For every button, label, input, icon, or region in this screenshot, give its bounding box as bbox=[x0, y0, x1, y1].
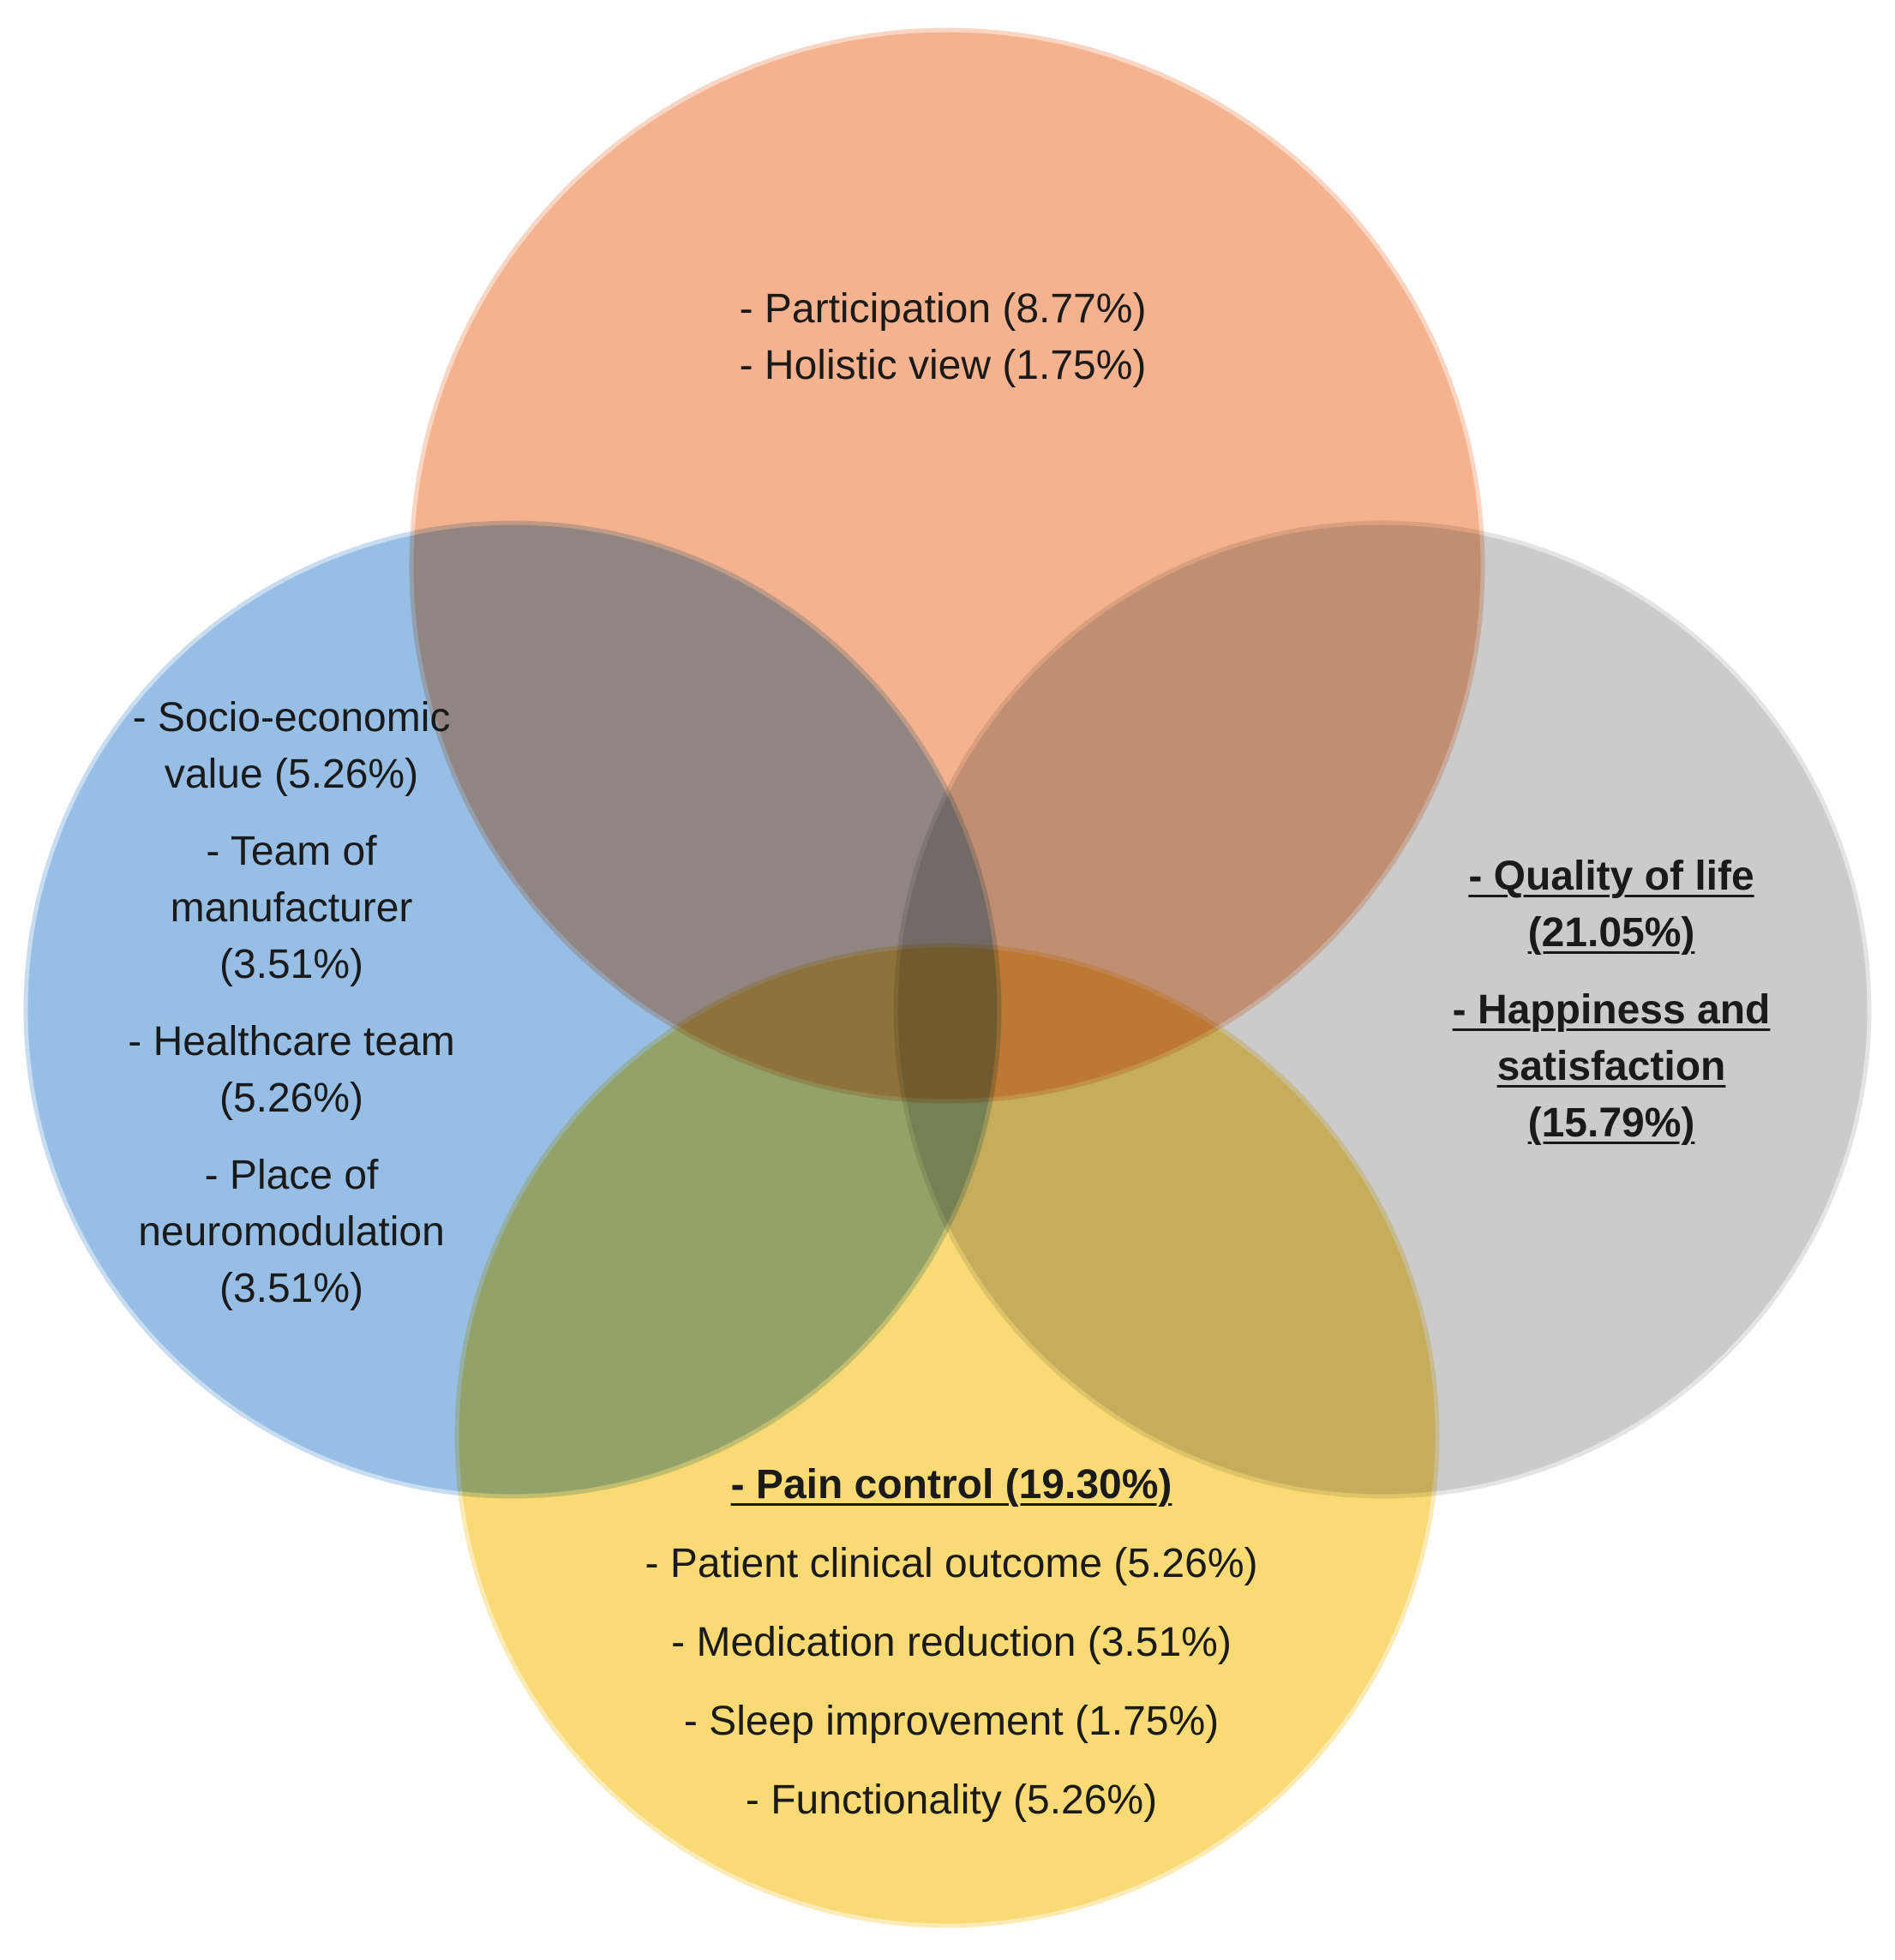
left-circle-labels: - Socio-economic value (5.26%) - Team of… bbox=[51, 690, 531, 1338]
label-healthcare-team: - Healthcare team (5.26%) bbox=[128, 1019, 455, 1121]
label-quality-of-life: - Quality of life (21.05%) bbox=[1468, 854, 1754, 956]
label-place-of-neuromodulation: - Place of neuromodulation (3.51%) bbox=[138, 1153, 445, 1311]
label-socio-economic-value: - Socio-economic value (5.26%) bbox=[132, 695, 451, 797]
label-participation: - Participation (8.77%) bbox=[739, 286, 1147, 332]
top-circle-labels: - Participation (8.77%) - Holistic view … bbox=[557, 281, 1328, 394]
label-happiness-and-satisfaction: - Happiness and satisfaction (15.79%) bbox=[1452, 987, 1771, 1146]
bottom-circle-labels: - Pain control (19.30%) - Patient clinic… bbox=[523, 1457, 1380, 1851]
label-team-of-manufacturer: - Team of manufacturer (3.51%) bbox=[170, 829, 413, 987]
label-holistic-view: - Holistic view (1.75%) bbox=[739, 343, 1147, 388]
label-pain-control: - Pain control (19.30%) bbox=[730, 1462, 1172, 1507]
label-functionality: - Functionality (5.26%) bbox=[745, 1777, 1158, 1823]
label-medication-reduction: - Medication reduction (3.51%) bbox=[671, 1620, 1232, 1665]
label-sleep-improvement: - Sleep improvement (1.75%) bbox=[683, 1699, 1220, 1744]
circle-bottom bbox=[454, 943, 1440, 1928]
label-patient-clinical-outcome: - Patient clinical outcome (5.26%) bbox=[645, 1541, 1258, 1586]
right-circle-labels: - Quality of life (21.05%) - Happiness a… bbox=[1388, 848, 1834, 1172]
